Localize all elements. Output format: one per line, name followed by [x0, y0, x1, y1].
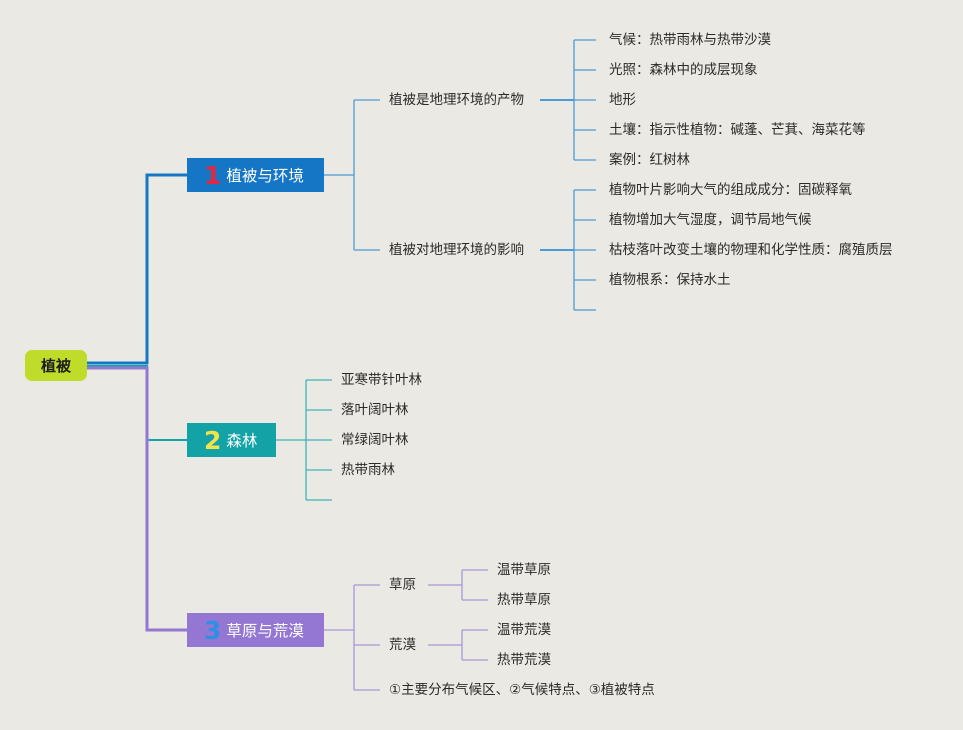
leaf-temperate-grassland[interactable]: 温带草原 — [497, 562, 551, 578]
subtopic-product-of-environment[interactable]: 植被是地理环境的产物 — [389, 92, 524, 108]
topic-1-number: 1 — [204, 160, 222, 190]
leaf-boreal-forest[interactable]: 亚寒带针叶林 — [341, 372, 422, 388]
leaf-soil[interactable]: 土壤：指示性植物：碱蓬、芒萁、海菜花等 — [609, 122, 866, 138]
topic-2-number: 2 — [204, 425, 222, 455]
root-to-topic1-line — [87, 173, 187, 365]
leaf-temperate-desert[interactable]: 温带荒漠 — [497, 622, 551, 638]
root-node[interactable]: 植被 — [25, 350, 87, 381]
topic-2-forest[interactable]: 2 森林 — [187, 423, 276, 457]
leaf-light[interactable]: 光照：森林中的成层现象 — [609, 62, 758, 78]
leaf-roots[interactable]: 植物根系：保持水土 — [609, 272, 731, 288]
leaf-litter-soil[interactable]: 枯枝落叶改变土壤的物理和化学性质：腐殖质层 — [609, 242, 893, 258]
topic-2-label: 森林 — [226, 432, 258, 450]
subtopic-study-points[interactable]: ①主要分布气候区、②气候特点、③植被特点 — [389, 682, 655, 698]
subtopic-grassland[interactable]: 草原 — [389, 577, 416, 593]
leaf-rainforest[interactable]: 热带雨林 — [341, 462, 395, 478]
leaf-atmosphere-composition[interactable]: 植物叶片影响大气的组成成分：固碳释氧 — [609, 182, 852, 198]
leaf-case-mangrove[interactable]: 案例：红树林 — [609, 152, 690, 168]
leaf-evergreen-forest[interactable]: 常绿阔叶林 — [341, 432, 409, 448]
topic-3-number: 3 — [204, 615, 222, 645]
topic-3-grassland-desert[interactable]: 3 草原与荒漠 — [187, 613, 324, 647]
leaf-terrain[interactable]: 地形 — [609, 92, 636, 108]
topic-1-vegetation-environment[interactable]: 1 植被与环境 — [187, 158, 324, 192]
leaf-tropical-grassland[interactable]: 热带草原 — [497, 592, 551, 608]
subtopic-desert[interactable]: 荒漠 — [389, 637, 416, 653]
root-to-topic2-line — [87, 365, 187, 441]
topic3-branches — [324, 569, 488, 691]
leaf-climate[interactable]: 气候：热带雨林与热带沙漠 — [609, 32, 771, 48]
topic2-branches — [276, 379, 332, 501]
leaf-deciduous-forest[interactable]: 落叶阔叶林 — [341, 402, 409, 418]
leaf-tropical-desert[interactable]: 热带荒漠 — [497, 652, 551, 668]
subtopic-influence-on-environment[interactable]: 植被对地理环境的影响 — [389, 242, 524, 258]
leaf-humidity[interactable]: 植物增加大气湿度，调节局地气候 — [609, 212, 812, 228]
root-to-topic3-line — [87, 366, 187, 632]
topic1-branches — [324, 39, 596, 311]
topic-3-label: 草原与荒漠 — [226, 622, 304, 640]
topic-1-label: 植被与环境 — [226, 167, 304, 185]
